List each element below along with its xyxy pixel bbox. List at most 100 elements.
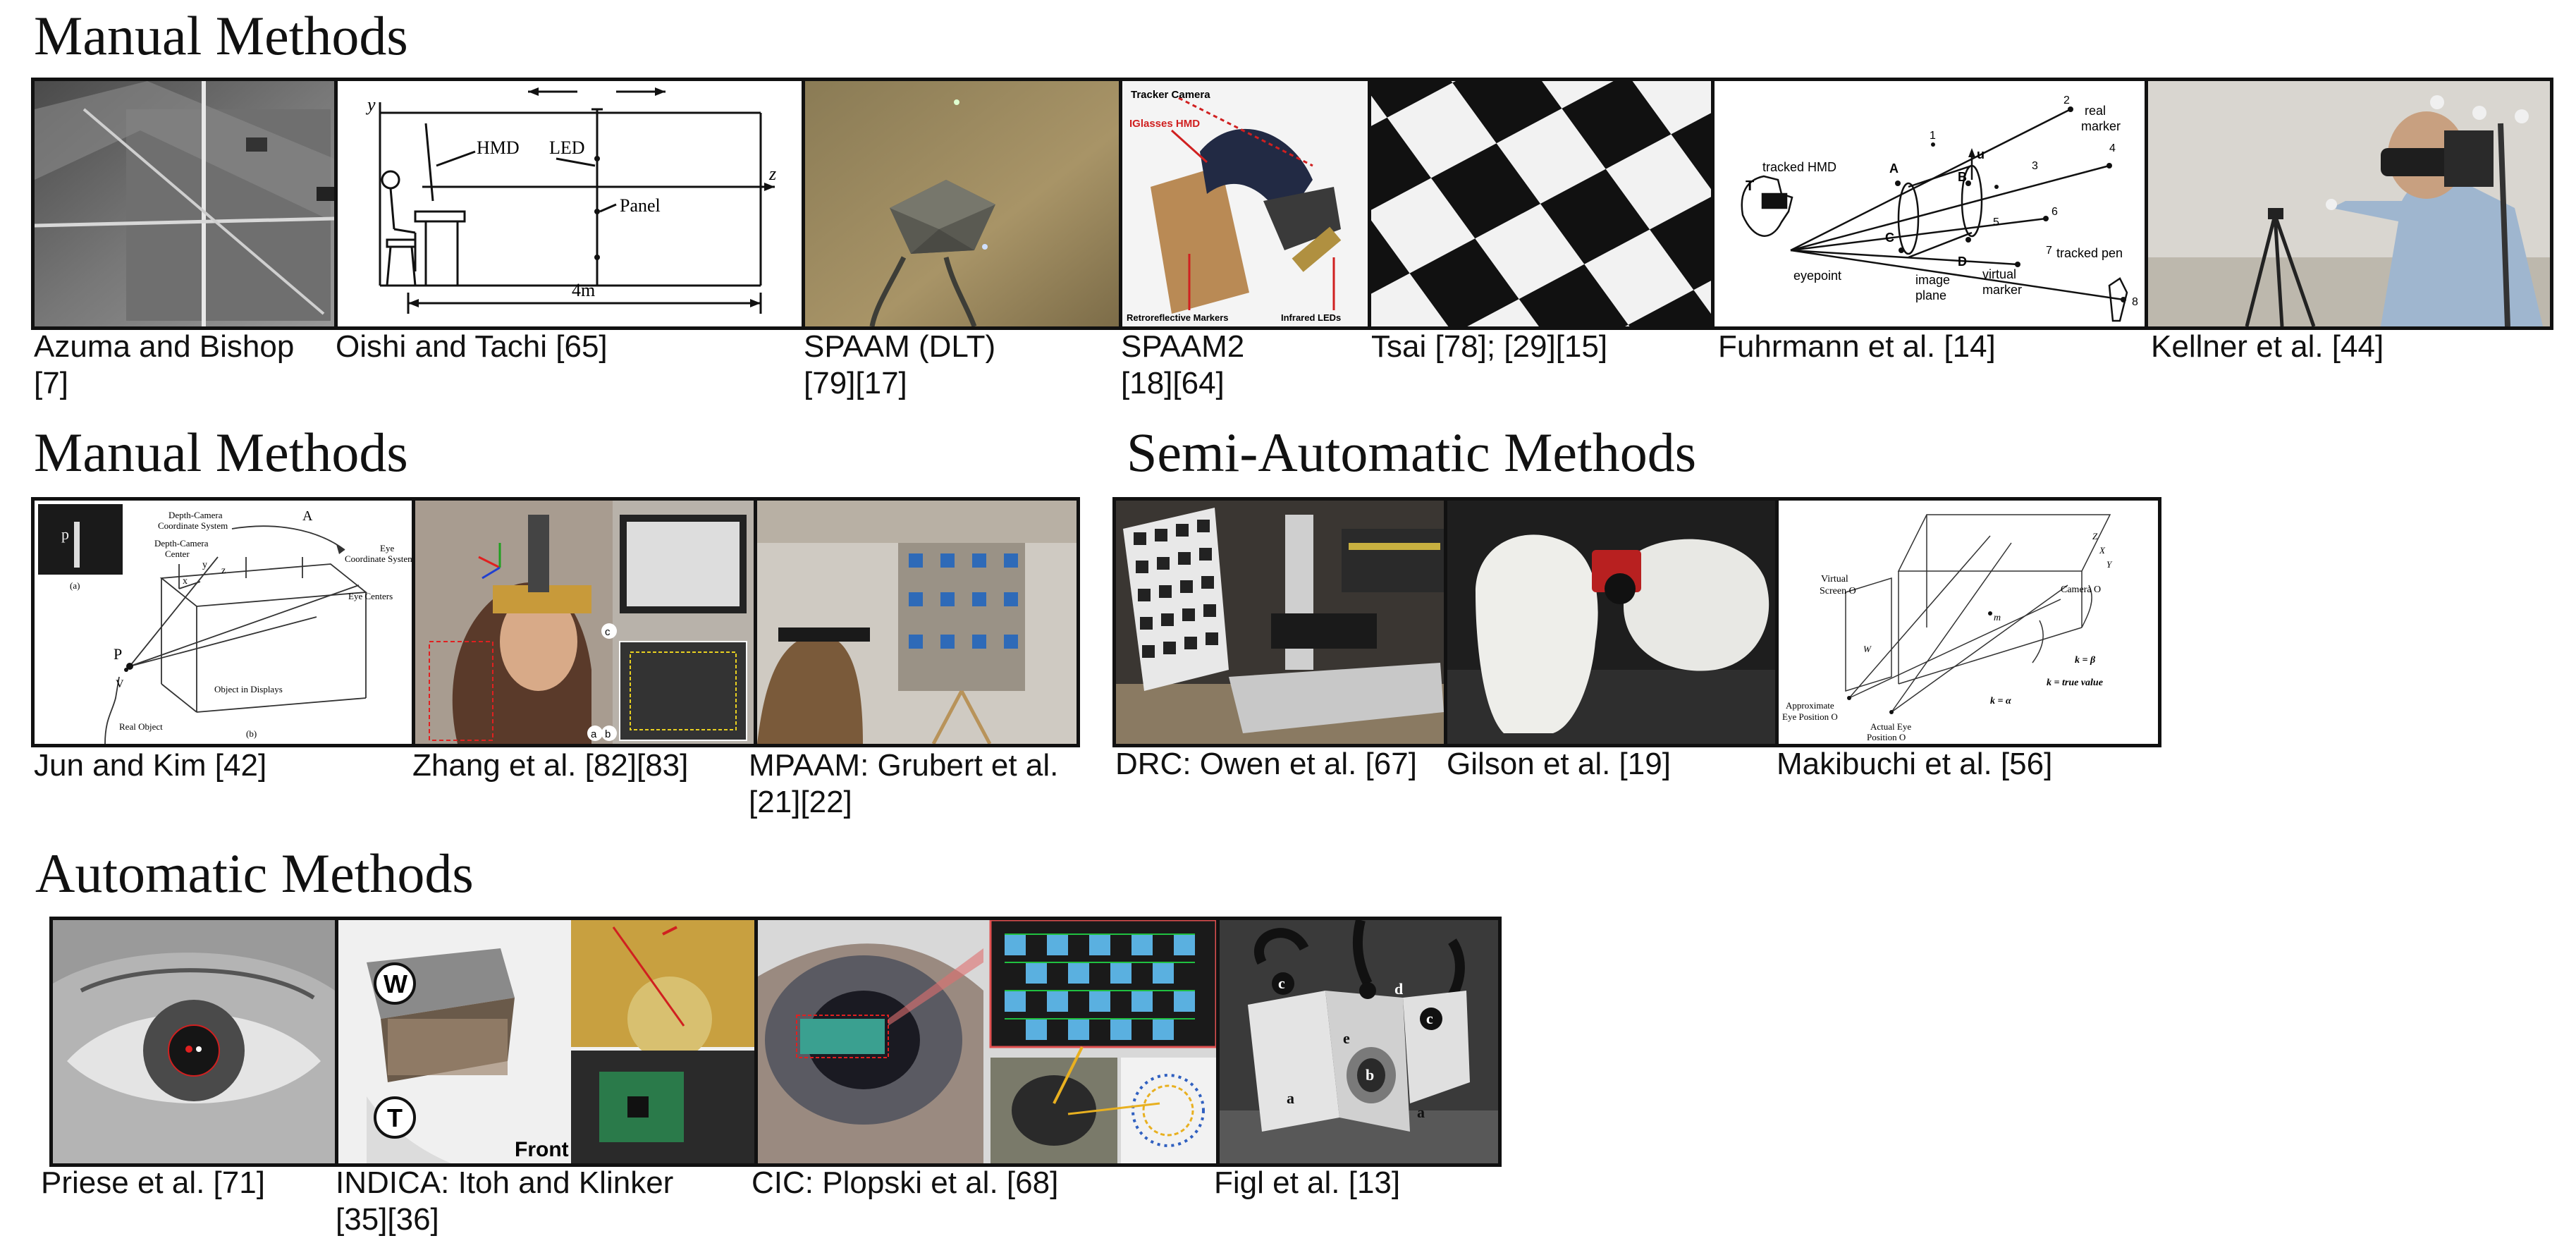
label-b: (b) <box>246 728 257 739</box>
label-a: (a) <box>70 580 80 591</box>
label-B: B <box>1958 170 1967 184</box>
label-approx-1: Approximate <box>1786 700 1834 711</box>
label-num-8: 8 <box>2132 296 2138 308</box>
label-y: y <box>365 94 376 115</box>
figure-strip-manual-row1: y HMD LED Panel z 4m <box>31 78 2553 330</box>
figure-strip-manual-row2: p (a) (b) Depth-Camera Coordinate System… <box>31 497 1080 747</box>
photo-priese-eye <box>53 920 335 1163</box>
caption-mpaam: MPAAM: Grubert et al. [21][22] <box>749 748 1059 819</box>
label-led: LED <box>549 137 585 158</box>
label-approx-2: Eye Position O <box>1782 711 1838 722</box>
label-eye-coord-2: Coordinate System <box>345 553 412 564</box>
label-a: a <box>591 728 597 740</box>
label-depth-center-2: Center <box>165 549 190 559</box>
caption-indica: INDICA: Itoh and Klinker [35][36] <box>336 1165 674 1237</box>
label-num-4: 4 <box>2109 142 2116 154</box>
label-C: C <box>1885 231 1894 245</box>
label-image: image <box>1915 273 1950 287</box>
section-title-manual-methods-2: Manual Methods <box>34 422 408 483</box>
label-c: c <box>605 626 611 638</box>
photo-spaam2: Tracker Camera IGlasses HMD Retroreflect… <box>1122 81 1368 326</box>
photo-cic-plopski <box>758 920 1216 1163</box>
label-tracked-pen: tracked pen <box>2056 246 2123 260</box>
label-z: z <box>221 565 226 576</box>
label-infrared-leds: Infrared LEDs <box>1281 312 1341 323</box>
label-x: x <box>183 576 188 587</box>
photo-spaam-dlt <box>805 81 1119 326</box>
label-b: b <box>605 728 611 740</box>
photo-zhang: c a b <box>415 501 754 744</box>
photo-kellner <box>2148 81 2550 326</box>
label-panel: Panel <box>620 195 661 216</box>
label-P: P <box>114 645 122 663</box>
label-e: e <box>1343 1029 1350 1047</box>
caption-makibuchi: Makibuchi et al. [56] <box>1777 747 2053 781</box>
photo-mpaam <box>757 501 1077 744</box>
label-p-small: p <box>61 525 69 543</box>
label-w: W <box>1863 644 1872 654</box>
label-screen: Screen O <box>1820 586 1856 596</box>
section-title-semi-automatic-methods: Semi-Automatic Methods <box>1127 422 1697 483</box>
label-hmd: HMD <box>477 137 520 158</box>
label-real: real <box>2085 104 2106 118</box>
label-c-left: c <box>1278 974 1285 992</box>
label-x: X <box>2099 545 2106 556</box>
label-virtual: Virtual <box>1821 574 1848 584</box>
label-distance: 4m <box>572 280 595 300</box>
label-real-marker: marker <box>2081 119 2121 133</box>
label-num-6: 6 <box>2051 206 2058 218</box>
caption-gilson: Gilson et al. [19] <box>1447 747 1671 781</box>
label-iglasses-hmd: IGlasses HMD <box>1129 118 1200 130</box>
caption-priese: Priese et al. [71] <box>41 1165 265 1200</box>
figure-strip-semi-automatic: Virtual Screen O Camera O Approximate Ey… <box>1112 497 2161 747</box>
label-z: z <box>768 164 776 184</box>
figure-strip-automatic: W T Front <box>49 917 1502 1167</box>
label-virtual-marker: marker <box>1982 283 2022 297</box>
caption-oishi-tachi: Oishi and Tachi [65] <box>336 329 608 364</box>
label-depth-coord-2: Coordinate System <box>158 520 228 531</box>
diagram-makibuchi: Virtual Screen O Camera O Approximate Ey… <box>1779 501 2158 744</box>
caption-drc-owen: DRC: Owen et al. [67] <box>1115 747 1417 781</box>
label-D: D <box>1958 255 1967 269</box>
label-d: d <box>1394 980 1403 998</box>
diagram-jun-kim: p (a) (b) Depth-Camera Coordinate System… <box>35 501 412 744</box>
photo-tsai-checkerboard <box>1371 81 1711 326</box>
label-y: y <box>202 560 207 570</box>
section-title-manual-methods: Manual Methods <box>34 5 408 66</box>
label-eyepoint: eyepoint <box>1793 269 1841 283</box>
label-c-right: c <box>1426 1010 1433 1027</box>
label-T: T <box>387 1103 403 1132</box>
label-num-1: 1 <box>1930 130 1936 142</box>
label-a-left: a <box>1287 1089 1294 1107</box>
diagram-oishi-tachi: y HMD LED Panel z 4m <box>338 81 802 326</box>
caption-jun-kim: Jun and Kim [42] <box>34 748 267 783</box>
label-camera: Camera O <box>2061 584 2101 595</box>
photo-indica: W T Front <box>338 920 754 1163</box>
caption-spaam-dlt: SPAAM (DLT) [79][17] <box>804 329 996 400</box>
label-W: W <box>384 969 407 998</box>
caption-azuma-bishop: Azuma and Bishop [7] <box>34 329 295 400</box>
label-k-alpha: k = α <box>1990 696 2011 706</box>
label-z: Z <box>2092 531 2098 541</box>
photo-drc-owen <box>1116 501 1444 744</box>
label-V: V <box>116 678 124 690</box>
label-num-7: 7 <box>2046 245 2052 257</box>
photo-gilson <box>1447 501 1775 744</box>
label-actual-1: Actual Eye <box>1870 721 1911 732</box>
label-front: Front <box>515 1138 569 1161</box>
caption-cic: CIC: Plopski et al. [68] <box>752 1165 1059 1200</box>
label-b: b <box>1366 1066 1374 1084</box>
label-object-in-displays: Object in Displays <box>214 684 283 694</box>
label-y: Y <box>2106 559 2113 570</box>
caption-fuhrmann: Fuhrmann et al. [14] <box>1718 329 1996 364</box>
label-retroreflective: Retroreflective Markers <box>1127 312 1229 323</box>
label-A: A <box>1889 161 1899 176</box>
label-eye-coord-1: Eye <box>380 543 394 553</box>
label-actual-2: Position O <box>1867 732 1906 742</box>
diagram-fuhrmann: T real marker tracked HMD eyepoint image… <box>1715 81 2145 326</box>
label-A: A <box>302 508 313 524</box>
label-num-3: 3 <box>2032 160 2038 172</box>
label-a-right: a <box>1417 1103 1425 1121</box>
label-virtual: virtual <box>1982 267 2016 281</box>
caption-zhang: Zhang et al. [82][83] <box>412 748 689 783</box>
